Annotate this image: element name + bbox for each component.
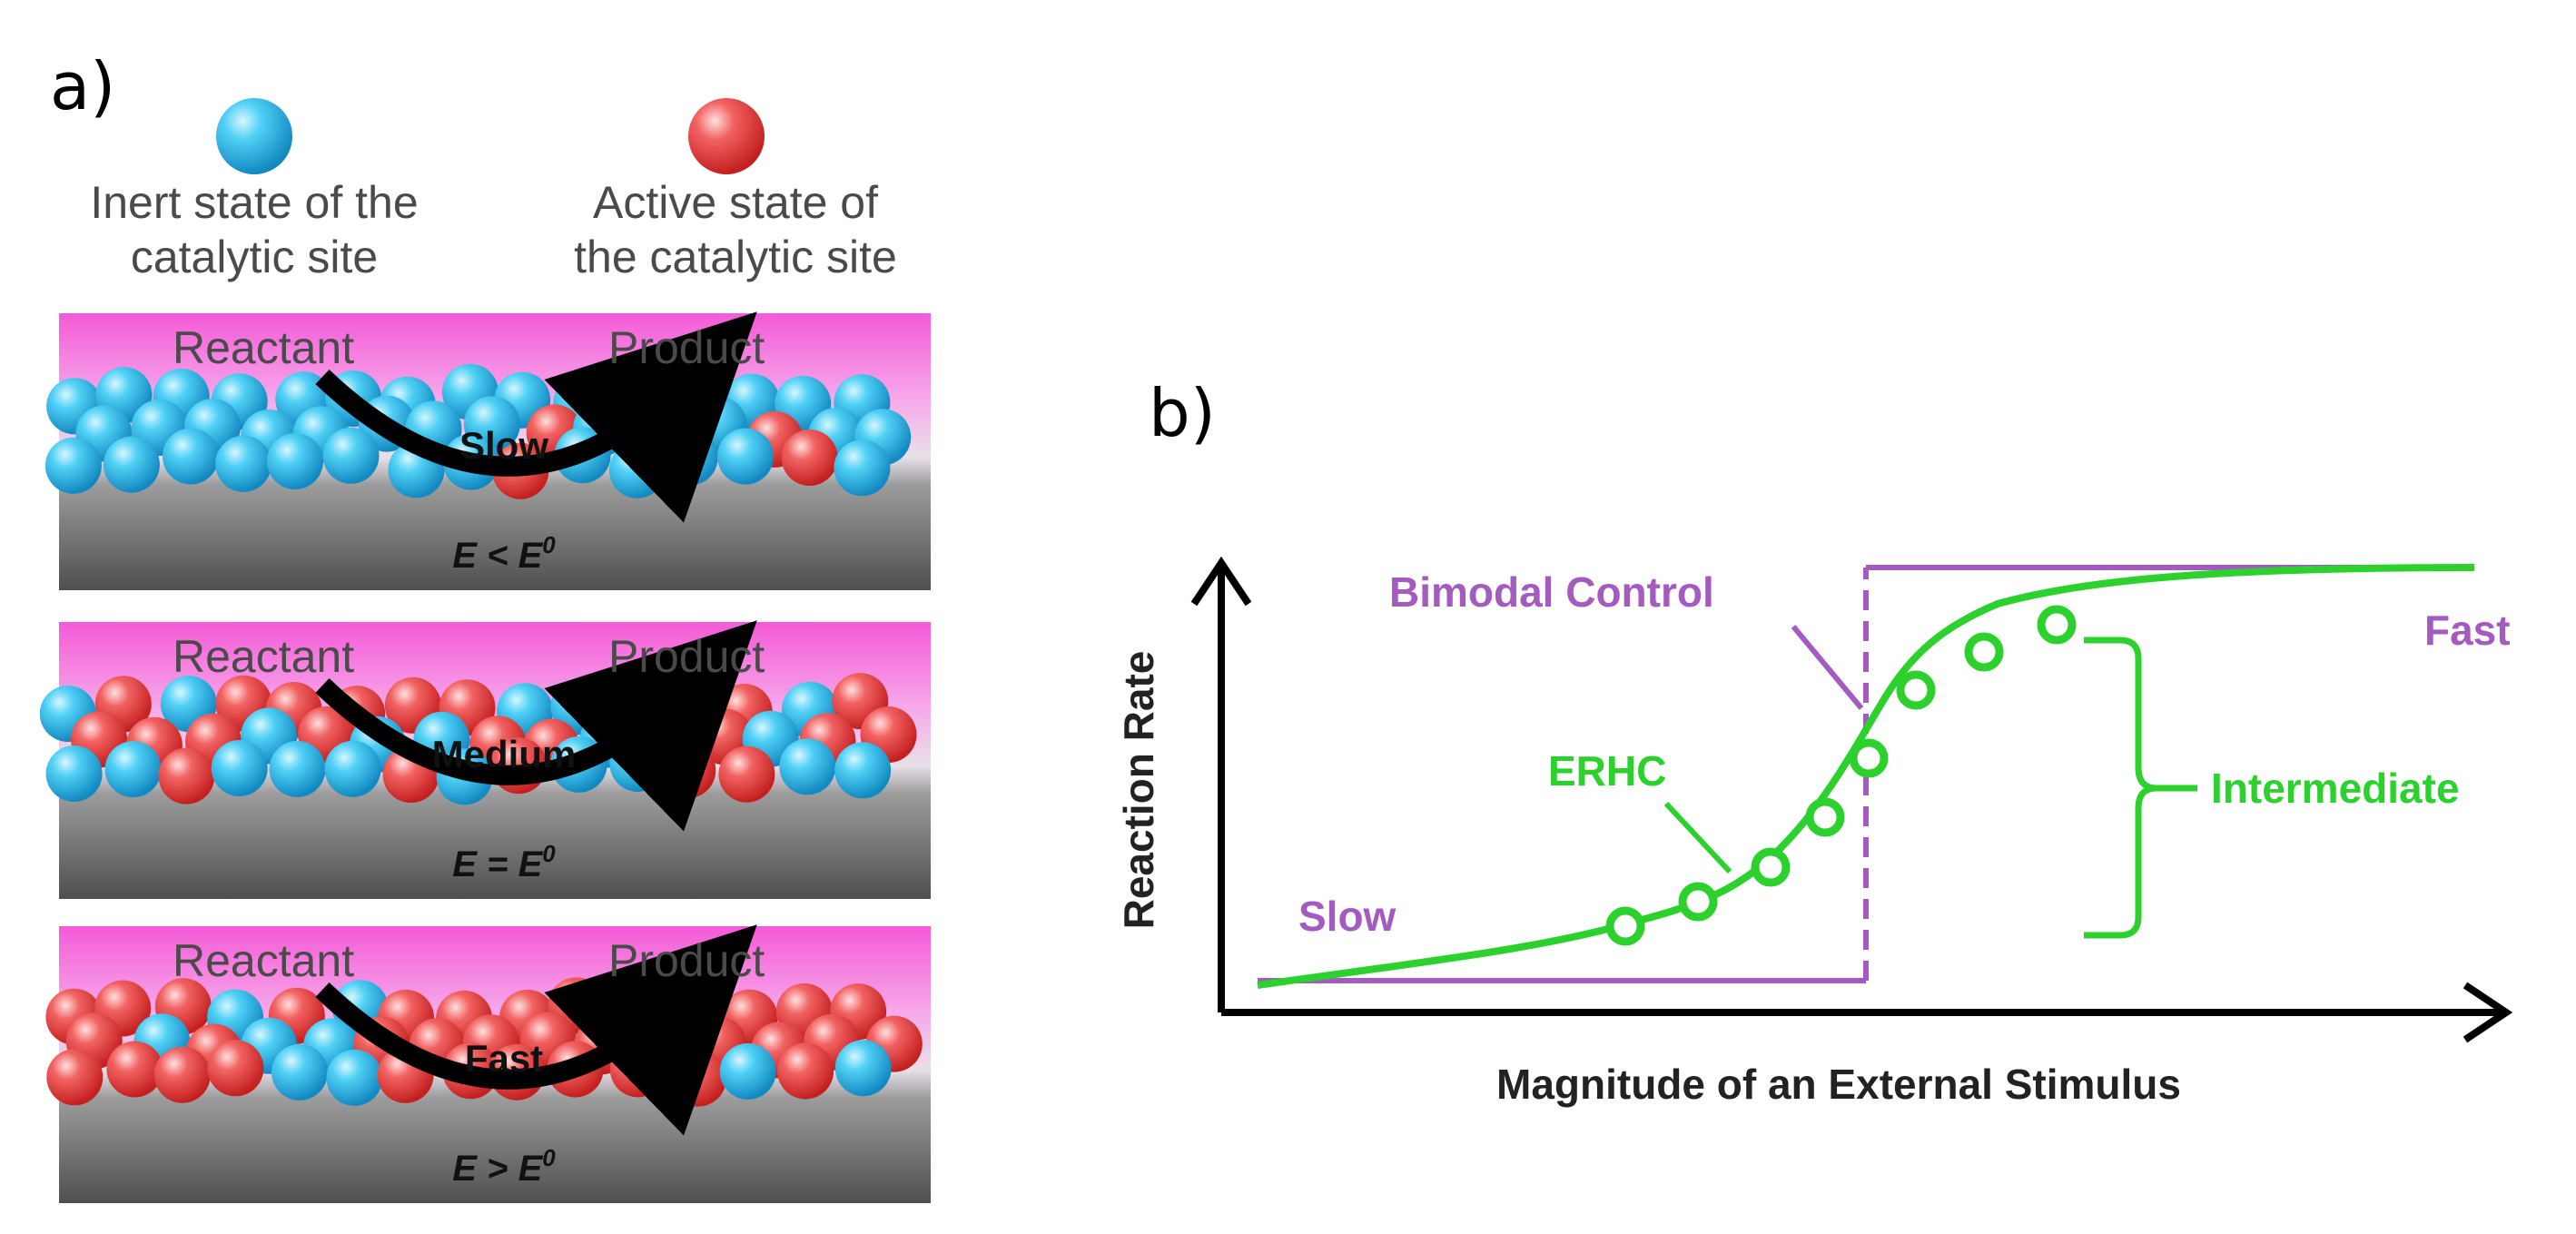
y-axis-arrowhead-icon <box>1190 556 1252 607</box>
catalytic-site-sphere <box>267 433 323 489</box>
panel-a-label: a) <box>50 48 115 124</box>
catalytic-site-sphere <box>271 1043 328 1101</box>
fast-label: Fast <box>2424 607 2511 654</box>
x-axis-label: Magnitude of an External Stimulus <box>1496 1061 2181 1108</box>
catalytic-site-sphere <box>45 745 103 802</box>
catalytic-site-sphere <box>46 1049 104 1106</box>
catalytic-site-sphere <box>834 439 891 497</box>
catalytic-site-sphere <box>717 428 774 485</box>
intermediate-bracket <box>2084 637 2157 939</box>
legend-active-line1: Active state of <box>593 177 878 228</box>
erhc-marker <box>2037 605 2077 645</box>
catalytic-site-sphere <box>718 745 775 803</box>
erhc-marker <box>1964 632 2004 672</box>
speed-label: Fast <box>465 1037 543 1080</box>
catalytic-site-sphere <box>211 740 268 796</box>
erhc-pointer <box>1663 801 1732 874</box>
catalytic-site-sphere <box>163 428 219 485</box>
y-axis-label: Reaction Rate <box>1115 651 1162 930</box>
inert-site-sphere-icon <box>216 98 292 174</box>
catalytic-site-sphere <box>158 747 215 805</box>
catalytic-site-sphere <box>669 1050 726 1107</box>
erhc-marker <box>1805 797 1845 837</box>
x-axis-arrowhead-icon <box>2462 982 2513 1043</box>
speed-label: Medium <box>432 733 577 775</box>
catalytic-site-sphere <box>659 742 716 799</box>
bimodal-control-label: Bimodal Control <box>1389 568 1714 616</box>
reaction-arrow <box>315 311 757 523</box>
reaction-arrow <box>315 620 757 832</box>
erhc-label: ERHC <box>1548 747 1666 795</box>
legend-inert-line1: Inert state of the <box>90 177 418 228</box>
catalytic-site-sphere <box>834 1040 892 1097</box>
condition-label: E > E0 <box>452 1144 556 1189</box>
catalytic-site-sphere <box>834 742 892 799</box>
catalytic-site-sphere <box>779 738 836 795</box>
reactant-label: Reactant <box>173 322 354 373</box>
speed-label: Slow <box>459 424 548 467</box>
erhc-marker <box>1849 738 1889 778</box>
condition-label: E = E0 <box>452 840 556 884</box>
product-label: Product <box>608 322 765 373</box>
catalytic-site-sphere <box>777 1042 834 1100</box>
catalytic-site-sphere <box>719 1042 776 1100</box>
active-site-sphere-icon <box>688 98 765 174</box>
product-label: Product <box>608 631 765 682</box>
panel-b-label: b) <box>1149 375 1216 451</box>
reactant-label: Reactant <box>173 935 354 986</box>
condition-label: E < E0 <box>452 531 556 576</box>
catalytic-site-sphere <box>207 1040 264 1097</box>
catalytic-site-sphere <box>44 437 102 494</box>
catalytic-site-sphere <box>104 741 162 798</box>
catalytic-site-sphere <box>326 1049 383 1106</box>
erhc-marker <box>1896 670 1936 710</box>
legend-inert-line2: catalytic site <box>131 232 378 282</box>
slow-label: Slow <box>1298 893 1397 940</box>
bimodal-pointer <box>1791 625 1864 710</box>
catalyst-row-medium: Reactant Product Medium E = E0 <box>39 620 931 899</box>
erhc-marker <box>1678 882 1718 922</box>
erhc-marker <box>1605 906 1645 946</box>
catalytic-site-sphere <box>608 441 666 499</box>
intermediate-label: Intermediate <box>2211 765 2460 812</box>
legend-active-line2: the catalytic site <box>574 232 897 282</box>
catalytic-site-sphere <box>322 427 380 484</box>
catalytic-site-sphere <box>661 429 718 486</box>
erhc-marker <box>1751 847 1791 887</box>
reaction-arrow <box>315 924 757 1136</box>
reactant-label: Reactant <box>173 631 354 682</box>
catalytic-site-sphere <box>215 435 272 492</box>
catalyst-row-fast: Reactant Product Fast E > E0 <box>45 924 931 1203</box>
catalytic-site-sphere <box>324 740 381 797</box>
catalytic-site-sphere <box>106 1041 163 1098</box>
catalytic-site-sphere <box>269 740 326 797</box>
catalyst-row-slow: Reactant Product Slow E < E0 <box>44 311 931 590</box>
catalytic-site-sphere <box>781 429 838 486</box>
product-label: Product <box>608 935 765 986</box>
erhc-markers <box>1605 605 2077 946</box>
catalytic-site-sphere <box>103 436 160 493</box>
catalytic-site-sphere <box>153 1046 211 1103</box>
